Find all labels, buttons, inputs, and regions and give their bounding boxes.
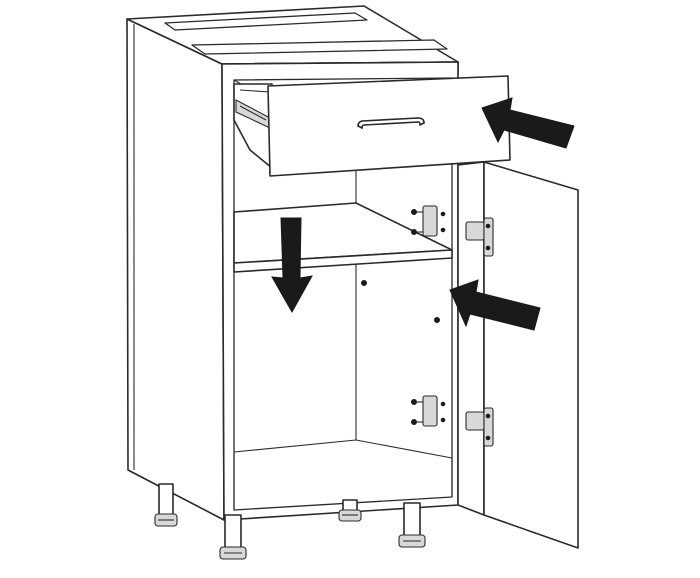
left-side-panel: [126, 18, 225, 521]
cabinet-interior: [221, 61, 459, 521]
shelf-arrow: [271, 217, 313, 314]
hinge-mount-plates: [411, 205, 446, 427]
leg-back-left: [154, 483, 178, 527]
door-hinge-lower: [465, 407, 494, 447]
drawer: [233, 75, 511, 177]
drawer-handle: [357, 117, 425, 127]
door: [457, 161, 579, 549]
leg-front-left: [219, 514, 247, 560]
leg-front-right: [398, 502, 426, 548]
hinge-plate-lower: [411, 395, 446, 427]
drawer-front: [267, 75, 511, 177]
top-frame: [126, 5, 459, 75]
drawer-arrow: [481, 97, 575, 149]
leg-back-right: [338, 499, 362, 522]
hinge-plate-upper: [411, 205, 446, 237]
door-hinge-upper: [465, 217, 494, 257]
legs: [154, 483, 426, 560]
door-arrow: [449, 279, 541, 331]
